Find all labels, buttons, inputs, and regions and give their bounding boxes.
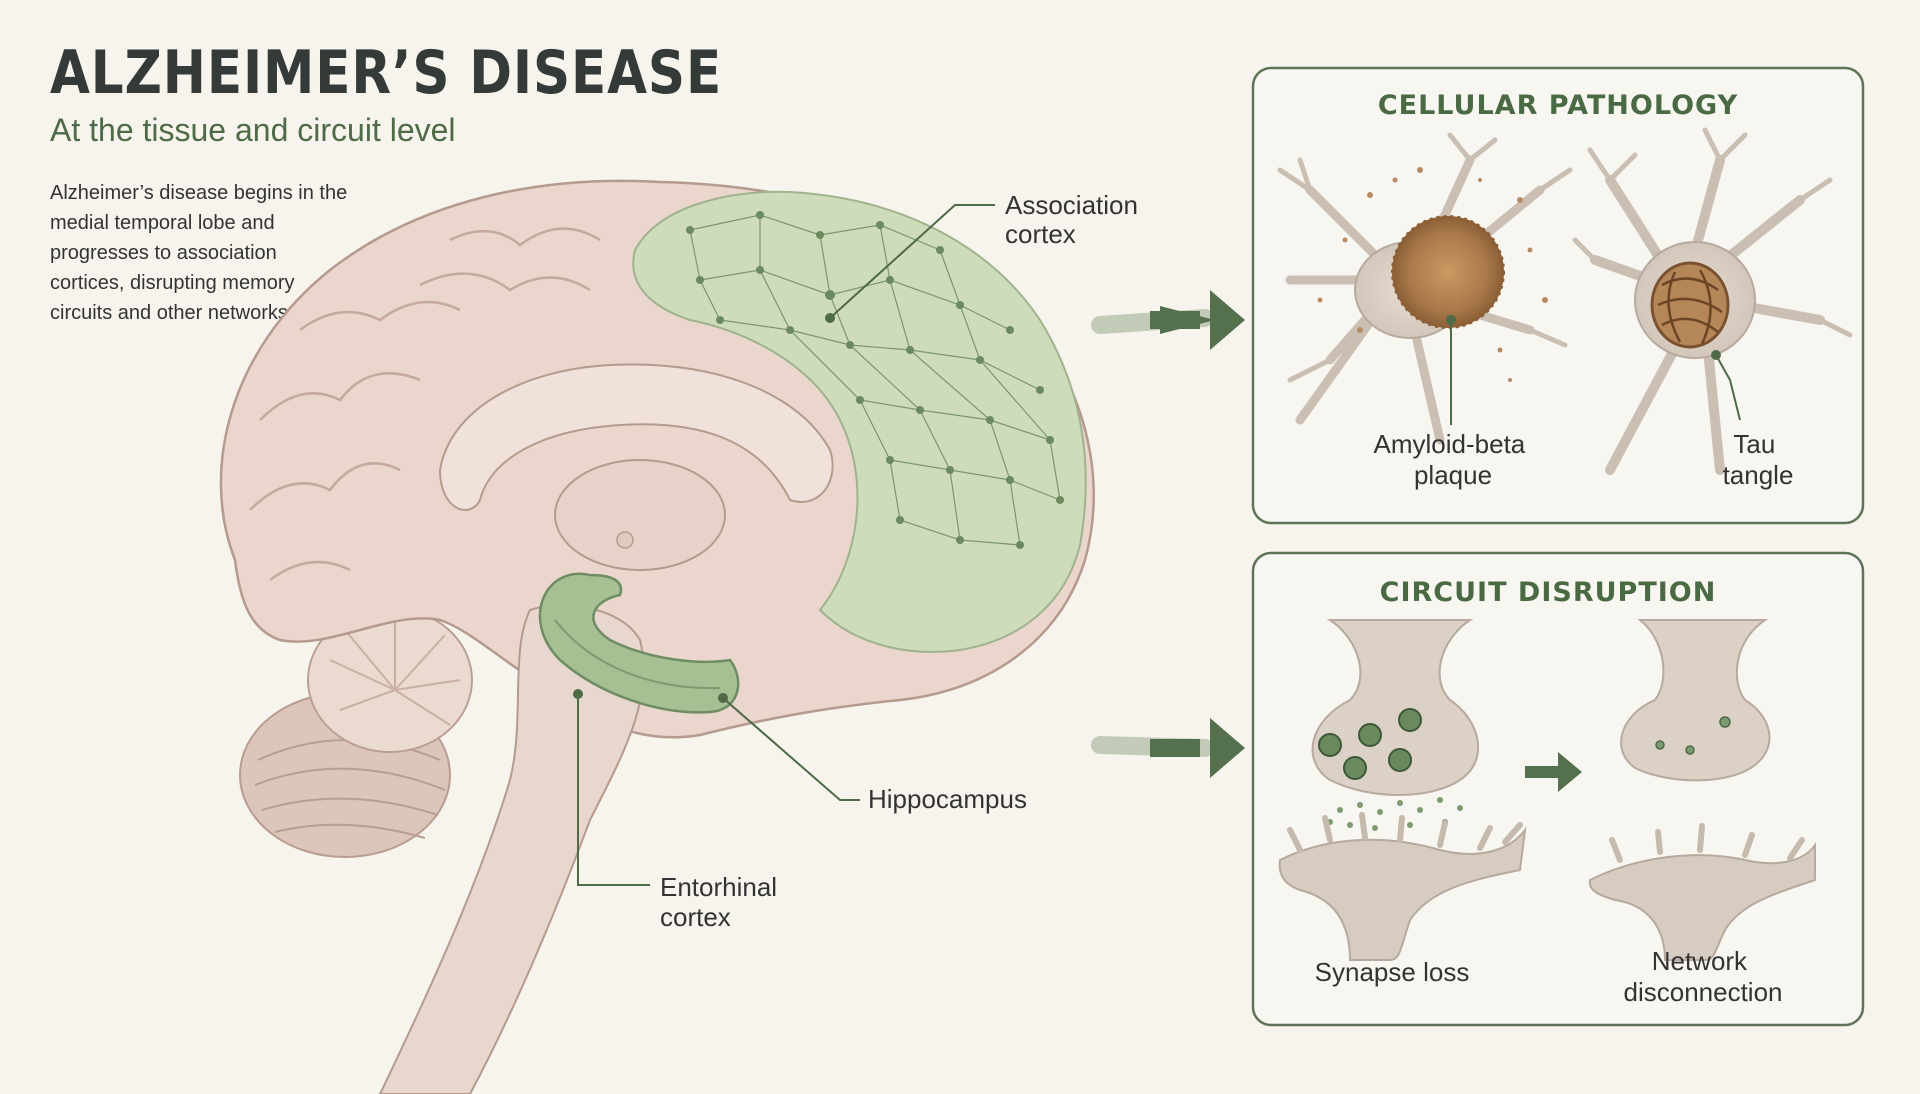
amyloid-particles <box>1317 167 1548 382</box>
entorhinal-cortex-label: Entorhinal cortex <box>660 872 784 932</box>
hippocampus <box>538 572 740 714</box>
association-cortex-label: Association cortex <box>1005 190 1145 249</box>
thalamus <box>554 459 726 571</box>
amyloid-plaque <box>1391 215 1505 329</box>
cortex-gyri <box>249 227 601 582</box>
tau-tangle <box>1650 261 1730 349</box>
intro-paragraph: Alzheimer’s disease begins in the medial… <box>50 182 348 324</box>
synapse-loss-label: Synapse loss <box>1315 957 1470 987</box>
arrow-to-circuit <box>1091 718 1245 778</box>
brain-callout-dots <box>573 313 835 703</box>
hippocampus-label: Hippocampus <box>868 784 1027 814</box>
network-disconnection-illustration <box>1588 619 1816 961</box>
tau-leader <box>1715 354 1741 421</box>
page-title: ALZHEIMER’S DISEASE <box>50 38 723 108</box>
cortex-network-nodes <box>686 211 1064 549</box>
circuit-disruption-title: CIRCUIT DISRUPTION <box>1380 577 1717 608</box>
association-cortex-leader <box>829 204 995 319</box>
brain-illustration <box>219 179 1095 1094</box>
corpus-callosum <box>438 363 834 511</box>
cellular-pathology-panel: CELLULAR PATHOLOGY Amyloid-beta plaque <box>1251 66 1865 525</box>
page-subtitle: At the tissue and circuit level <box>50 112 456 148</box>
cerebellum <box>239 607 473 858</box>
entorhinal-leader <box>577 694 650 886</box>
amyloid-label: Amyloid-beta plaque <box>1374 429 1533 490</box>
hippocampus-leader <box>722 697 860 801</box>
cellular-pathology-title: CELLULAR PATHOLOGY <box>1378 90 1738 121</box>
circuit-disruption-panel: CIRCUIT DISRUPTION Synapse loss <box>1251 551 1865 1027</box>
association-cortex-region <box>632 190 1087 653</box>
tau-label: Tau tangle <box>1723 429 1794 490</box>
synapse-loss-illustration <box>1278 619 1527 961</box>
network-disconnection-label: Network disconnection <box>1624 946 1783 1007</box>
progression-arrow <box>1525 752 1582 792</box>
arrow-to-cellular <box>1091 290 1245 350</box>
brain-callouts <box>577 204 995 886</box>
